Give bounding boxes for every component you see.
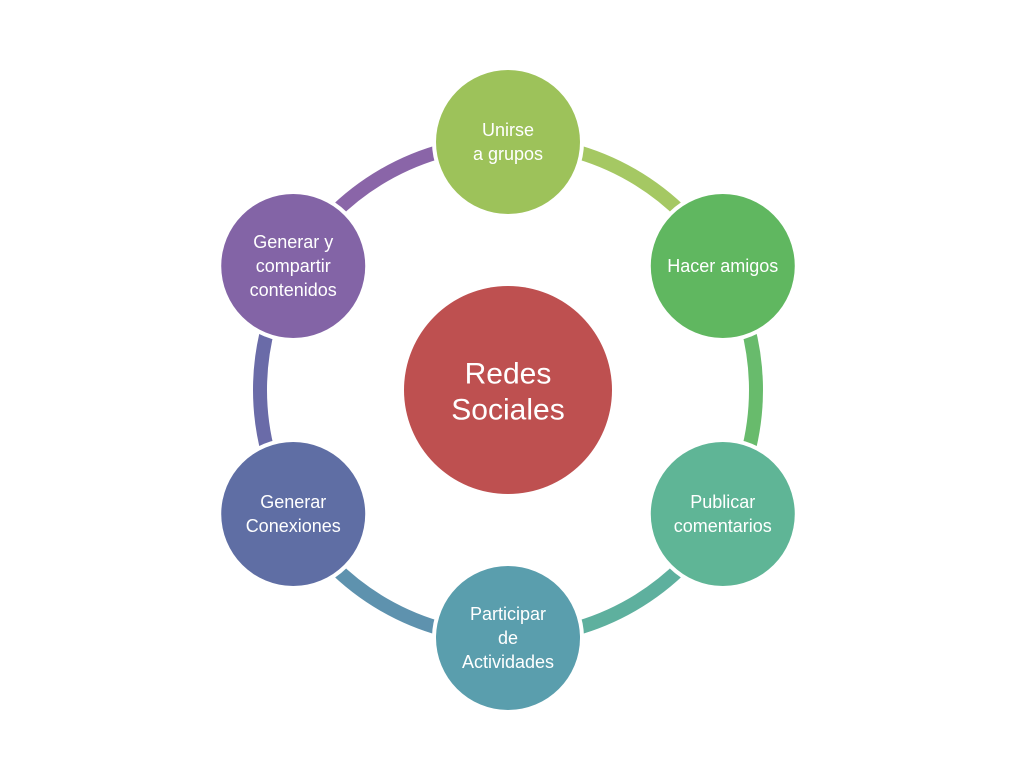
node-label-line: de <box>498 628 518 648</box>
node-contenidos: Generar y compartir contenidos <box>217 190 370 342</box>
node-circle <box>221 442 366 586</box>
node-label-line: Participar <box>470 604 546 624</box>
node-label-line: Unirse <box>482 120 534 140</box>
node-circle <box>650 442 795 586</box>
node-label-line: Conexiones <box>246 516 341 536</box>
center-label-line: Redes <box>465 358 552 391</box>
node-label-line: compartir <box>256 256 331 276</box>
node-label-line: Generar y <box>253 232 333 252</box>
node-unirse: Unirse a grupos <box>432 66 584 218</box>
center-circle <box>404 286 612 494</box>
center-label-line: Sociales <box>451 394 564 427</box>
node-label-line: Generar <box>260 492 326 512</box>
node-label-line: Hacer amigos <box>667 256 778 276</box>
node-label-line: a grupos <box>473 144 543 164</box>
node-label-line: Actividades <box>462 652 554 672</box>
node-circle <box>650 194 795 338</box>
node-publicar: Publicar comentarios <box>646 438 799 590</box>
node-circle <box>221 194 366 338</box>
node-amigos: Hacer amigos <box>646 190 799 342</box>
node-label-line: Publicar <box>690 492 755 512</box>
node-circle <box>436 70 580 214</box>
node-circle <box>436 566 580 710</box>
node-label-line: comentarios <box>674 516 772 536</box>
node-label-line: contenidos <box>250 280 337 300</box>
